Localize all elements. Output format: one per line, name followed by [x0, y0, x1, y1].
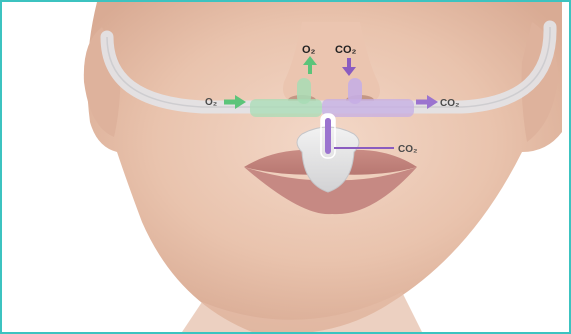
label-co2-top: CO₂	[335, 44, 357, 56]
oxygen-prong	[297, 78, 311, 104]
oxygen-channel	[250, 99, 322, 117]
label-co2-right: CO₂	[440, 98, 459, 109]
co2-channel	[322, 99, 414, 117]
co2-prong	[348, 78, 362, 104]
label-co2-mouth: CO₂	[398, 144, 417, 155]
label-o2-top: O₂	[302, 44, 316, 56]
label-o2-left: O₂	[205, 97, 217, 108]
